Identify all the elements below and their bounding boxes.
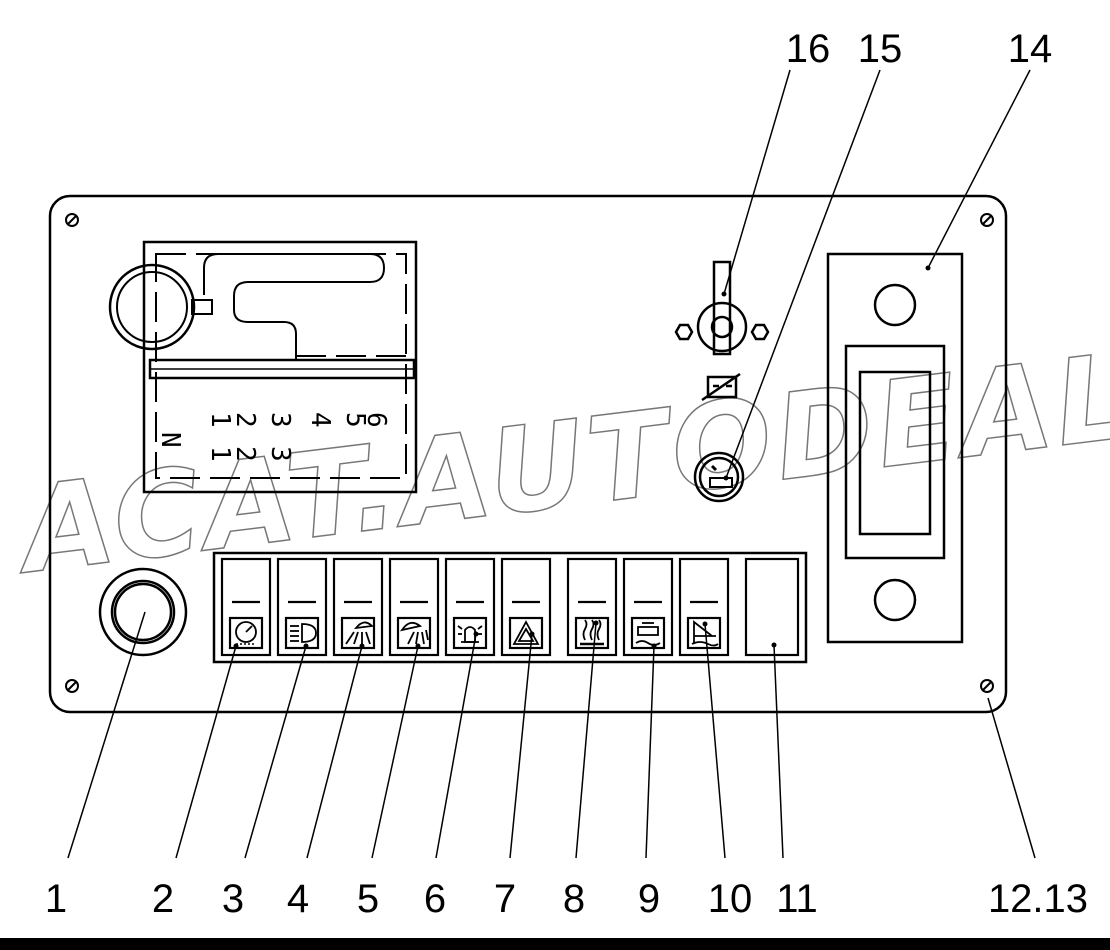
gear-n-lower: N xyxy=(155,432,185,448)
display-unit xyxy=(826,252,964,644)
switch-beacon xyxy=(444,557,496,657)
gear-2-upper: 2 xyxy=(230,412,260,428)
callout-2: 2 xyxy=(152,877,174,921)
callout-14: 14 xyxy=(1008,27,1053,71)
gear-4-upper: 4 xyxy=(305,412,335,428)
callout-1: 1 xyxy=(45,877,67,921)
screw-bottom-left xyxy=(65,679,79,693)
switch-work-lamp-rear xyxy=(388,557,440,657)
callout-5: 5 xyxy=(357,877,379,921)
cab-tilt-icon xyxy=(635,622,661,646)
fuse-holder xyxy=(693,451,745,503)
switch-dump-body xyxy=(678,557,730,657)
callout-11: 11 xyxy=(776,877,818,921)
callout-7: 7 xyxy=(494,877,516,921)
headlight-icon xyxy=(290,623,317,643)
gear-shift-pattern: 1 2 3 4 5 6 N 1 2 3 xyxy=(155,412,391,462)
gear-3-upper: 3 xyxy=(265,412,295,428)
rocker-switches xyxy=(220,557,800,657)
callout-8: 8 xyxy=(563,877,585,921)
switch-cab-tilt xyxy=(622,557,674,657)
leader-lines xyxy=(67,69,1036,859)
beacon-icon xyxy=(457,625,483,643)
callout-15: 15 xyxy=(858,27,903,71)
gauge-icon xyxy=(235,621,257,645)
switch-headlight xyxy=(276,557,328,657)
callout-10: 10 xyxy=(708,877,753,921)
callout-4: 4 xyxy=(287,877,309,921)
callout-6: 6 xyxy=(424,877,446,921)
switch-work-lamp-front xyxy=(332,557,384,657)
switch-hazard xyxy=(500,557,552,657)
work-lamp-front-icon xyxy=(345,621,374,645)
callout-9: 9 xyxy=(638,877,660,921)
control-panel xyxy=(48,194,1008,714)
gear-2-lower: 2 xyxy=(230,446,260,462)
rocker-switch-strip xyxy=(212,551,808,664)
callout-16: 16 xyxy=(786,27,831,71)
callout-labels: 1 2 3 4 5 6 7 8 9 10 11 12.13 14 15 16 xyxy=(45,27,1088,921)
gear-1-upper: 1 xyxy=(205,412,235,428)
switch-blank xyxy=(744,557,800,657)
panel-screws xyxy=(65,213,994,693)
gear-lever-knob xyxy=(108,263,196,351)
screw-top-right xyxy=(980,213,994,227)
leader-dots xyxy=(233,265,931,649)
callout-12-13: 12.13 xyxy=(988,877,1088,921)
screw-top-left xyxy=(65,213,79,227)
hazard-icon xyxy=(512,620,540,645)
screw-bottom-right xyxy=(980,679,994,693)
heater-icon xyxy=(580,619,604,646)
gear-6-upper: 6 xyxy=(361,412,391,428)
round-push-button xyxy=(98,567,188,657)
bottom-edge-bar xyxy=(0,938,1110,950)
gear-3-lower: 3 xyxy=(265,446,295,462)
callout-3: 3 xyxy=(222,877,244,921)
battery-disconnect-icon xyxy=(701,372,741,402)
work-lamp-rear-icon xyxy=(400,621,429,645)
ignition-key-switch xyxy=(674,260,770,356)
gear-5-upper: 5 xyxy=(340,412,370,428)
switch-gauge xyxy=(220,557,272,657)
switch-heater xyxy=(566,557,618,657)
gear-shift-unit xyxy=(108,240,418,494)
gear-1-lower: 1 xyxy=(205,446,235,462)
